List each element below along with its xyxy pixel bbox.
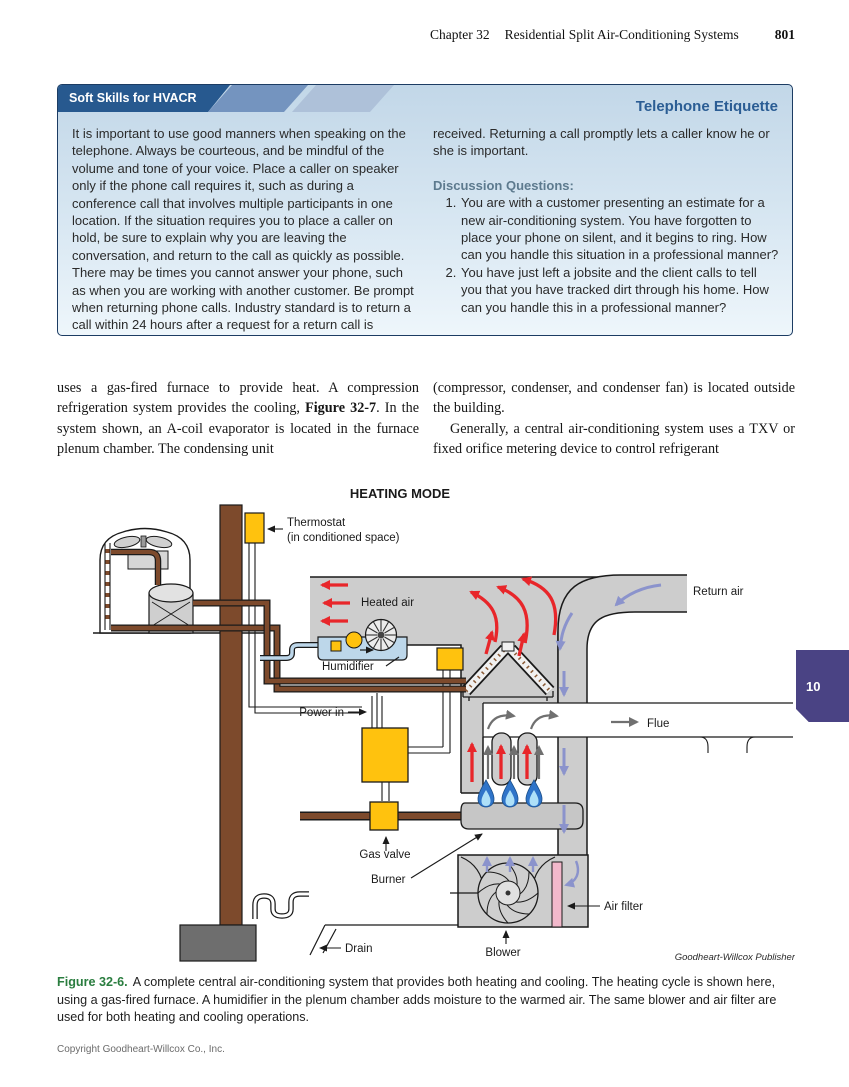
condensate-drain	[252, 891, 309, 919]
chapter-title: Residential Split Air-Conditioning Syste…	[504, 27, 739, 42]
box-left-column: It is important to use good manners when…	[72, 125, 419, 334]
running-head: Chapter 32 Residential Split Air-Conditi…	[0, 27, 795, 43]
box-left-paragraph: It is important to use good manners when…	[72, 126, 414, 333]
combustion-air-arrows	[483, 709, 639, 779]
gas-valve	[369, 801, 399, 831]
copyright-line: Copyright Goodheart-Willcox Co., Inc.	[57, 1044, 225, 1055]
discussion-heading: Discussion Questions:	[433, 177, 574, 193]
heated-air-label: Heated air	[361, 597, 414, 609]
return-air-label: Return air	[693, 586, 744, 598]
soft-skills-banner: Soft Skills for HVACR	[58, 85, 230, 112]
control-box	[361, 727, 409, 783]
chapter-label: Chapter 32	[430, 27, 490, 42]
chapter-side-tab: 10	[796, 650, 849, 722]
thermostat	[244, 512, 265, 544]
side-tab-number: 10	[806, 678, 821, 694]
question-item: You have just left a jobsite and the cli…	[460, 264, 780, 316]
box-right-paragraph: received. Returning a call promptly lets…	[433, 126, 770, 159]
body-text: uses a gas-fired furnace to provide heat…	[57, 378, 795, 460]
humidifier-assembly	[260, 618, 408, 661]
condenser-coil	[105, 549, 110, 619]
wall-post	[219, 504, 243, 926]
soft-skills-box: Soft Skills for HVACR Telephone Etiquett…	[57, 84, 793, 336]
furnace-cabinet	[309, 854, 589, 956]
outdoor-condensing-unit	[99, 527, 194, 634]
condenser-fan-blade	[113, 535, 141, 549]
thermostat-label: Thermostat	[287, 517, 346, 529]
box-title: Telephone Etiquette	[635, 98, 778, 115]
thermostat-sublabel: (in conditioned space)	[287, 532, 400, 544]
figure-reference: Figure 32-7	[305, 400, 377, 417]
burner-manifold	[460, 802, 584, 830]
concrete-pad	[179, 924, 257, 962]
figure-credit: Goodheart-Willcox Publisher	[675, 952, 795, 963]
body-left-column: uses a gas-fired furnace to provide heat…	[57, 378, 419, 460]
air-filter	[551, 861, 563, 928]
label-pointers	[267, 525, 600, 952]
body-right-paragraph1: (compressor, condenser, and condenser fa…	[433, 380, 795, 417]
humidifier-float	[345, 631, 363, 649]
diagram-title: HEATING MODE	[350, 486, 450, 501]
gas-valve-label: Gas valve	[359, 849, 410, 861]
air-filter-label: Air filter	[604, 901, 643, 913]
heating-mode-diagram: HEATING MODE	[93, 486, 796, 963]
drain-label: Drain	[345, 943, 372, 955]
a-coil-evaporator	[461, 641, 555, 701]
flue-label: Flue	[647, 718, 669, 730]
figure-label: Figure 32-6.	[57, 975, 128, 989]
power-in-label: Power in	[299, 707, 344, 719]
question-item: You are with a customer presenting an es…	[460, 194, 780, 264]
body-right-column: (compressor, condenser, and condenser fa…	[433, 378, 795, 460]
caption-text: A complete central air-conditioning syst…	[57, 975, 777, 1024]
humidifier-label: Humidifier	[322, 661, 374, 673]
transformer	[436, 647, 464, 671]
figure-caption: Figure 32-6.A complete central air-condi…	[57, 974, 795, 1027]
box-right-column: received. Returning a call promptly lets…	[433, 125, 780, 334]
figure-diagram: HEATING MODE	[55, 485, 796, 965]
discussion-questions: You are with a customer presenting an es…	[433, 194, 780, 316]
drain-spout	[309, 924, 337, 956]
return-air-arrows	[482, 583, 662, 888]
heated-air-arrows	[320, 576, 558, 782]
blower-label: Blower	[485, 947, 520, 959]
burner-label: Burner	[371, 874, 406, 886]
body-right-paragraph2: Generally, a central air-conditioning sy…	[433, 420, 795, 458]
page-number: 801	[774, 27, 795, 42]
banner-ribbon-light	[292, 85, 394, 112]
burner-flames	[477, 779, 543, 808]
body-left-paragraph: uses a gas-fired furnace to provide heat…	[57, 380, 419, 458]
